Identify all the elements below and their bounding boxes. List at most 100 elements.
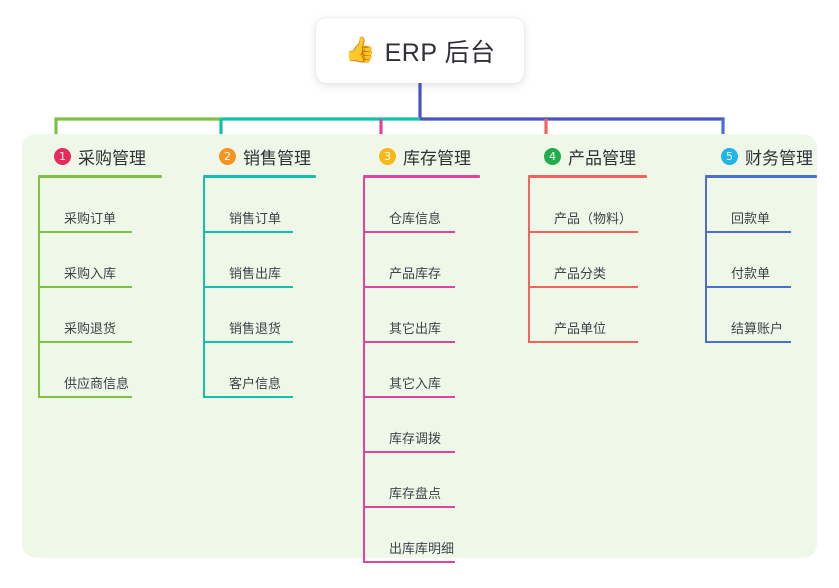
branch-item-underline bbox=[365, 506, 455, 508]
branch-item-label: 其它出库 bbox=[389, 320, 442, 336]
branch-item[interactable]: 产品库存 bbox=[363, 233, 480, 288]
branch-header-label: 采购管理 bbox=[78, 148, 146, 168]
branch-item-underline bbox=[365, 341, 455, 343]
branch-spine bbox=[38, 178, 40, 398]
branch-header-underline bbox=[38, 175, 162, 178]
branch-item[interactable]: 采购订单 bbox=[38, 178, 162, 233]
thumbs-up-icon: 👍 bbox=[344, 36, 376, 64]
branch-items: 采购订单采购入库采购退货供应商信息 bbox=[38, 178, 162, 398]
branch-header-label: 销售管理 bbox=[243, 148, 311, 168]
branch-item-underline bbox=[365, 231, 455, 233]
branch-item-underline bbox=[365, 286, 455, 288]
branch-item[interactable]: 仓库信息 bbox=[363, 178, 480, 233]
branch-header-label: 库存管理 bbox=[403, 148, 471, 168]
branch-item[interactable]: 库存盘点 bbox=[363, 453, 480, 508]
branch-item-label: 产品（物料） bbox=[554, 210, 633, 226]
branch-item-label: 结算账户 bbox=[731, 320, 784, 336]
branch-spine bbox=[203, 178, 205, 398]
branch-item[interactable]: 产品单位 bbox=[528, 288, 647, 343]
branch-item-underline bbox=[365, 451, 455, 453]
branch-item[interactable]: 结算账户 bbox=[705, 288, 817, 343]
branch-item-label: 其它入库 bbox=[389, 375, 442, 391]
branch-item[interactable]: 回款单 bbox=[705, 178, 817, 233]
branch-item-label: 产品分类 bbox=[554, 265, 607, 281]
branch-number-badge: 4 bbox=[544, 147, 561, 165]
branch-item-label: 供应商信息 bbox=[64, 375, 130, 391]
branch-item-underline bbox=[365, 396, 455, 398]
branch-item[interactable]: 付款单 bbox=[705, 233, 817, 288]
branch-items: 回款单付款单结算账户 bbox=[705, 178, 817, 343]
branch-column-库存管理: 3 库存管理仓库信息产品库存其它出库其它入库库存调拨库存盘点出库库明细 bbox=[363, 134, 480, 563]
branch-item[interactable]: 销售出库 bbox=[203, 233, 316, 288]
branch-header-label: 财务管理 bbox=[745, 148, 813, 168]
branch-item[interactable]: 库存调拨 bbox=[363, 398, 480, 453]
branch-item[interactable]: 供应商信息 bbox=[38, 343, 162, 398]
branch-item-underline bbox=[205, 231, 293, 233]
branch-header-underline bbox=[363, 175, 480, 178]
branch-header-label: 产品管理 bbox=[568, 148, 636, 168]
branch-item-label: 出库库明细 bbox=[389, 540, 455, 556]
branch-header-产品管理[interactable]: 4 产品管理 bbox=[528, 134, 647, 178]
branch-item-underline bbox=[707, 231, 791, 233]
branch-item-underline bbox=[40, 341, 132, 343]
branch-item[interactable]: 采购退货 bbox=[38, 288, 162, 343]
branch-item-label: 销售退货 bbox=[229, 320, 282, 336]
branch-header-销售管理[interactable]: 2 销售管理 bbox=[203, 134, 316, 178]
branch-item[interactable]: 其它出库 bbox=[363, 288, 480, 343]
branch-item[interactable]: 销售退货 bbox=[203, 288, 316, 343]
branches-panel bbox=[22, 134, 817, 558]
branch-item-underline bbox=[365, 561, 455, 563]
branch-item-underline bbox=[707, 286, 791, 288]
branch-item-label: 采购入库 bbox=[64, 265, 117, 281]
branch-item-label: 销售出库 bbox=[229, 265, 282, 281]
branch-item-label: 产品库存 bbox=[389, 265, 442, 281]
branch-item[interactable]: 产品（物料） bbox=[528, 178, 647, 233]
branch-number-badge: 1 bbox=[54, 147, 71, 165]
branch-item[interactable]: 其它入库 bbox=[363, 343, 480, 398]
branch-item-label: 库存调拨 bbox=[389, 430, 442, 446]
branch-column-采购管理: 1 采购管理采购订单采购入库采购退货供应商信息 bbox=[38, 134, 162, 398]
branch-item-label: 产品单位 bbox=[554, 320, 607, 336]
branch-header-underline bbox=[705, 175, 817, 178]
branch-item-underline bbox=[530, 286, 638, 288]
branch-column-财务管理: 5 财务管理回款单付款单结算账户 bbox=[705, 134, 817, 343]
branch-item-label: 付款单 bbox=[731, 265, 771, 281]
root-node-label: ERP 后台 bbox=[384, 38, 496, 67]
branch-item-underline bbox=[205, 396, 293, 398]
branch-column-产品管理: 4 产品管理产品（物料） 产品分类产品单位 bbox=[528, 134, 647, 343]
branch-item-label: 库存盘点 bbox=[389, 485, 442, 501]
branch-item[interactable]: 产品分类 bbox=[528, 233, 647, 288]
branch-header-underline bbox=[528, 175, 647, 178]
root-node[interactable]: 👍 ERP 后台 bbox=[316, 18, 524, 83]
branch-columns: 1 采购管理采购订单采购入库采购退货供应商信息 2 销售管理销售订单销售出库销售退货客… bbox=[22, 134, 817, 563]
branch-header-underline bbox=[203, 175, 316, 178]
branch-item-label: 客户信息 bbox=[229, 375, 282, 391]
branch-spine bbox=[705, 178, 707, 343]
branch-items: 销售订单销售出库销售退货客户信息 bbox=[203, 178, 316, 398]
branch-item-label: 销售订单 bbox=[229, 210, 282, 226]
branch-number-badge: 5 bbox=[721, 147, 738, 165]
branch-items: 产品（物料） 产品分类产品单位 bbox=[528, 178, 647, 343]
branch-header-财务管理[interactable]: 5 财务管理 bbox=[705, 134, 817, 178]
branch-number-badge: 2 bbox=[219, 147, 236, 165]
branch-number-badge: 3 bbox=[379, 147, 396, 165]
branch-item-underline bbox=[205, 286, 293, 288]
branch-item-underline bbox=[530, 231, 638, 233]
branch-header-采购管理[interactable]: 1 采购管理 bbox=[38, 134, 162, 178]
branch-column-销售管理: 2 销售管理销售订单销售出库销售退货客户信息 bbox=[203, 134, 316, 398]
branch-item[interactable]: 采购入库 bbox=[38, 233, 162, 288]
branch-items: 仓库信息产品库存其它出库其它入库库存调拨库存盘点出库库明细 bbox=[363, 178, 480, 563]
branch-item-underline bbox=[40, 396, 132, 398]
branch-item-underline bbox=[205, 341, 293, 343]
branch-item-label: 回款单 bbox=[731, 210, 771, 226]
branch-header-库存管理[interactable]: 3 库存管理 bbox=[363, 134, 480, 178]
branch-item-underline bbox=[707, 341, 791, 343]
branch-item[interactable]: 出库库明细 bbox=[363, 508, 480, 563]
branch-spine bbox=[528, 178, 530, 343]
branch-item[interactable]: 客户信息 bbox=[203, 343, 316, 398]
branch-item-underline bbox=[40, 286, 132, 288]
branch-spine bbox=[363, 178, 365, 563]
branch-item[interactable]: 销售订单 bbox=[203, 178, 316, 233]
branch-item-label: 仓库信息 bbox=[389, 210, 442, 226]
